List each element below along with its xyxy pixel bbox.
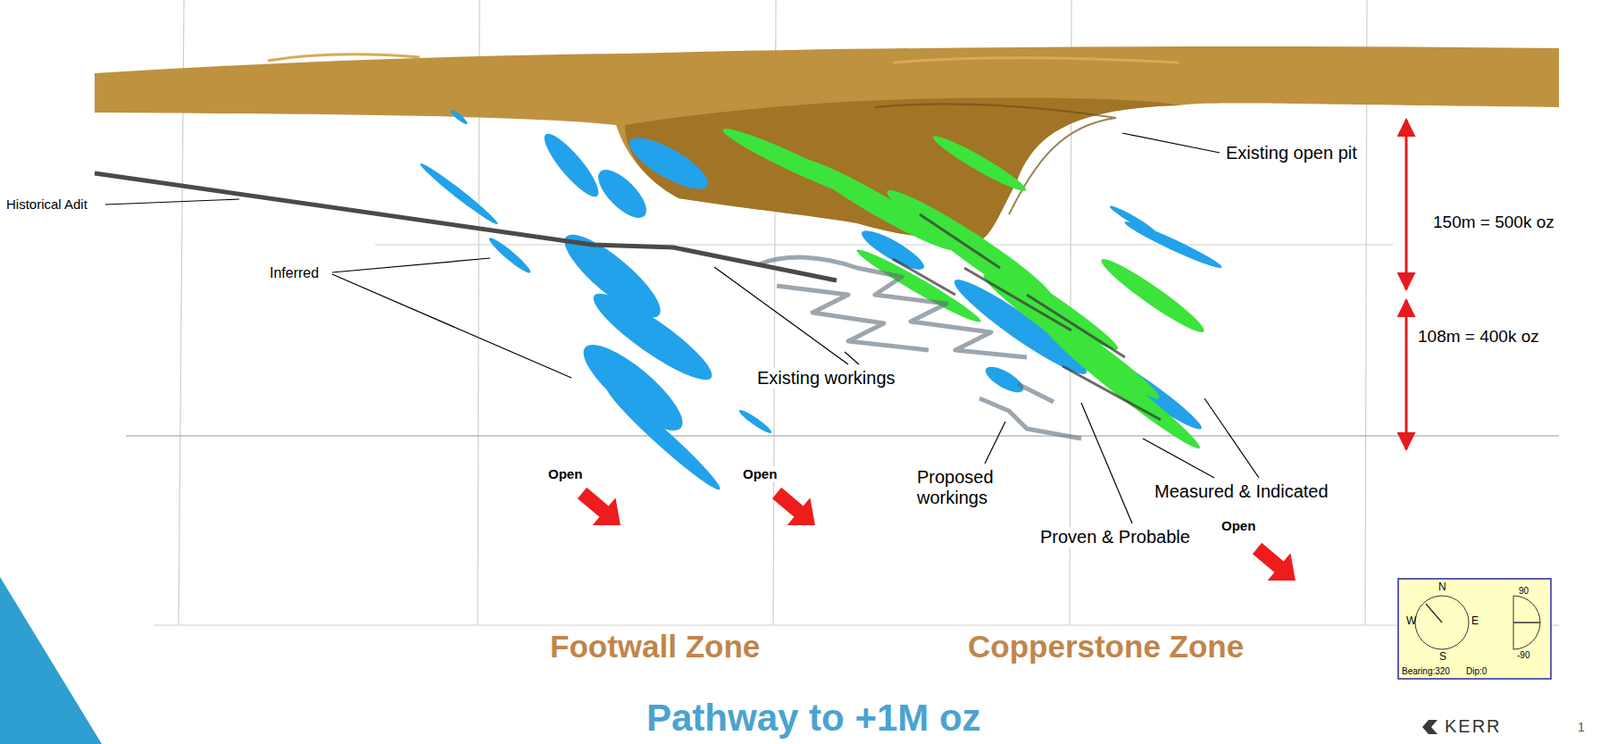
compass: [1398, 578, 1551, 679]
dip-label: Dip:0: [1464, 666, 1489, 677]
inferred-lenses: [417, 108, 1225, 496]
zone-label: Footwall Zone: [548, 628, 762, 665]
bearing-label: Bearing:320: [1400, 666, 1452, 677]
corner-triangle: [0, 576, 102, 744]
dip-label: -90: [1515, 650, 1532, 661]
slide-title: Pathway to +1M oz: [644, 696, 984, 740]
category-label: Measured & Indicated: [1152, 481, 1331, 502]
historical-adit: [94, 173, 837, 281]
category-label: Inferred: [267, 265, 321, 282]
dimension-label: 108m = 400k oz: [1416, 326, 1542, 347]
leader-lines: [105, 133, 1259, 524]
workings: [758, 257, 1082, 439]
measured-indicated-lenses: [718, 121, 1209, 456]
pit-label: Existing open pit: [1224, 142, 1359, 164]
page-number: 1: [1575, 719, 1587, 734]
zone-label: Copperstone Zone: [966, 628, 1246, 665]
category-label: Proven & Probable: [1038, 526, 1192, 548]
compass-letter: N: [1436, 581, 1449, 594]
adit-label: Historical Adit: [4, 196, 90, 212]
open-label: Open: [741, 466, 779, 482]
logo-mark: [1422, 719, 1438, 734]
topography: [94, 46, 1559, 240]
compass-letter: E: [1469, 615, 1481, 628]
depth-arrows: [1405, 119, 1409, 450]
open-label: Open: [1219, 517, 1258, 534]
workings-label: Existing workings: [755, 367, 898, 389]
dip-label: 90: [1516, 585, 1531, 597]
logo-text: KERR: [1442, 716, 1504, 737]
compass-letter: W: [1404, 615, 1418, 628]
open-label: Open: [546, 466, 584, 482]
compass-letter: S: [1437, 650, 1449, 664]
dimension-label: 150m = 500k oz: [1431, 212, 1557, 233]
workings-label: Proposed workings: [915, 466, 1026, 509]
